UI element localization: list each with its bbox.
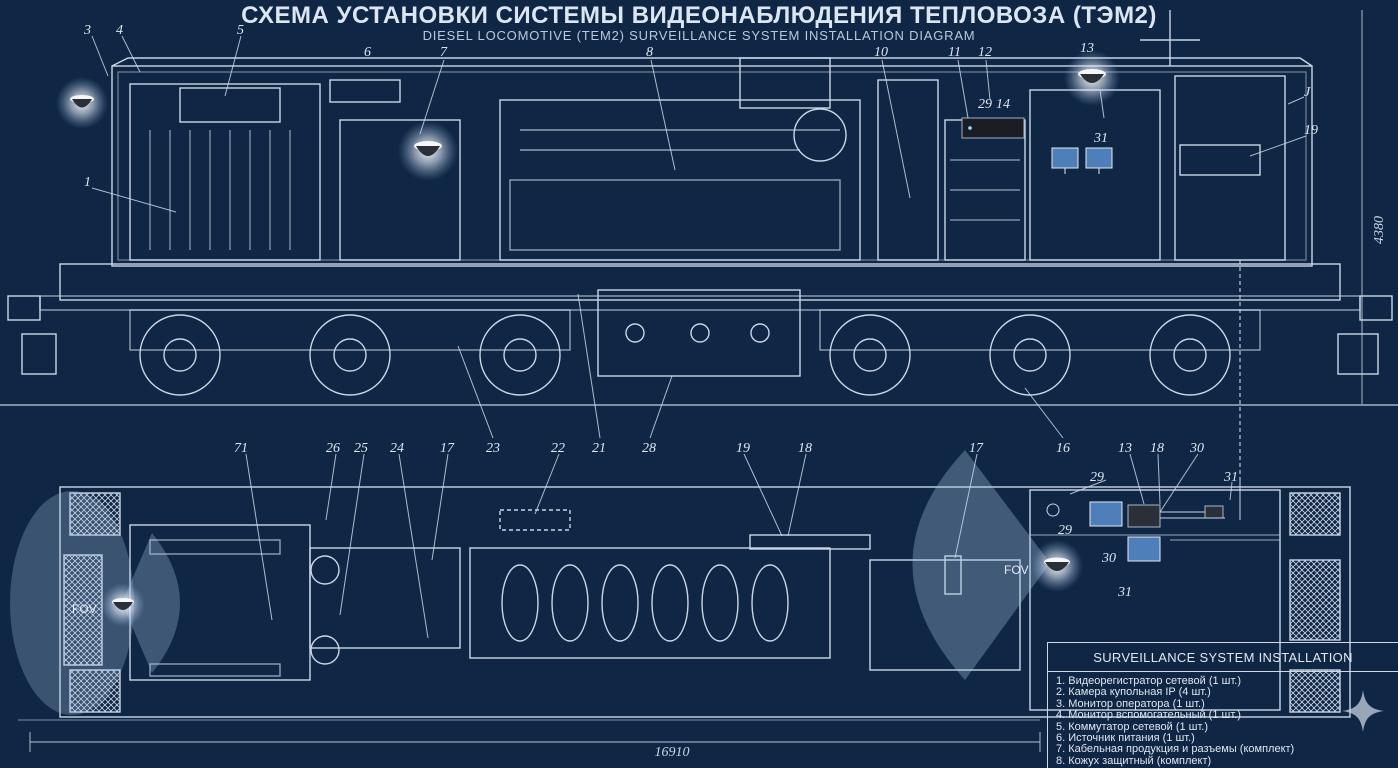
legend-item: 7. Кабельная продукция и разъемы (компле…: [1056, 743, 1295, 756]
camera-dome-5: [1031, 540, 1083, 592]
sparkle-icon: [1342, 690, 1384, 732]
front-buffer-hatch: [63, 554, 103, 666]
leader-lines: [91, 35, 1307, 639]
fov-front-inner: [122, 533, 180, 673]
callout-19b: 19: [736, 441, 750, 456]
callout-29: 29: [978, 97, 992, 112]
radiator-compartment: [129, 83, 321, 261]
legend-item: 5. Коммутатор сетевой (1 шт.): [1056, 720, 1209, 733]
callout-25: 25: [354, 441, 368, 456]
cab-plan: [1029, 489, 1281, 711]
callout-26: 26: [326, 441, 340, 456]
fov-labels: FOV FOV: [72, 563, 1029, 616]
callout-3: 3: [83, 23, 91, 38]
cab: [1029, 89, 1161, 261]
network-switch: [1127, 504, 1161, 528]
callout-23: 23: [486, 441, 500, 456]
callout-13b: 13: [1118, 441, 1132, 456]
callout-13: 13: [1080, 41, 1094, 56]
roof-line: [111, 57, 1313, 67]
camera-dome-3: [1064, 50, 1120, 106]
callout-6: 6: [364, 45, 371, 60]
rear-bogie: [819, 309, 1261, 396]
page-subtitle: DIESEL LOCOMOTIVE (TEM2) SURVEILLANCE SY…: [422, 28, 976, 43]
callout-19: 19: [1304, 123, 1318, 138]
legend-list: 1. Видеорегистратор сетевой (1 шт.) 2. К…: [1048, 672, 1398, 767]
callout-24: 24: [390, 441, 404, 456]
callout-29a: 29: [1090, 470, 1104, 485]
callout-11: 11: [948, 45, 961, 60]
callout-12: 12: [978, 45, 992, 60]
camera-dome-1: [56, 77, 108, 129]
monitor-side-1: [1051, 147, 1079, 174]
operator-monitor: [1089, 501, 1123, 527]
callout-4: 4: [116, 23, 123, 38]
callout-8: 8: [646, 45, 653, 60]
callout-16: 16: [1056, 441, 1070, 456]
fov-label-front: FOV: [72, 602, 97, 616]
callout-29b: 29: [1058, 523, 1072, 538]
plan-callouts: 71 26 25 24 17 22 19 18 17 13 18 30 29 3…: [234, 441, 1238, 600]
length-dimension: 16910: [655, 745, 690, 760]
fov-label-rear: FOV: [1004, 563, 1029, 577]
plan-cab-equipment: [1046, 480, 1241, 562]
fov-front-outer: [10, 491, 134, 715]
callout-18: 18: [798, 441, 812, 456]
monitor-side-2: [1085, 147, 1113, 174]
legend-item: 2. Камера купольная IP (4 шт.): [1056, 686, 1211, 699]
callout-21: 21: [592, 441, 606, 456]
aux-monitor: [1127, 536, 1161, 562]
callout-22: 22: [551, 441, 565, 456]
plan-outline: [59, 486, 1351, 718]
callout-31b: 31: [1117, 585, 1132, 600]
page-title: СХЕМА УСТАНОВКИ СИСТЕМЫ ВИДЕОНАБЛЮДЕНИЯ …: [241, 2, 1157, 29]
legend-item: 3. Монитор оператора (1 шт.): [1056, 697, 1205, 710]
legend-panel: SURVEILLANCE SYSTEM INSTALLATION 1. Виде…: [1047, 642, 1398, 768]
callout-30: 30: [1189, 441, 1204, 456]
side-callouts: 3 4 5 6 7 8 10 11 12 13 29 14 31 J 19 1 …: [83, 23, 1318, 456]
callout-18b: 18: [1150, 441, 1164, 456]
legend-item: 4. Монитор вспомогательный (1 шт.): [1056, 709, 1241, 722]
callout-10: 10: [874, 45, 888, 60]
camera-dome-2: [398, 121, 458, 181]
body-outline: [111, 65, 1313, 267]
legend-item: 8. Кожух защитный (комплект): [1056, 754, 1212, 767]
fov-regions: [10, 450, 1050, 715]
front-bogie: [129, 309, 571, 396]
callout-71: 71: [234, 441, 248, 456]
callout-28: 28: [642, 441, 656, 456]
diesel-engine: [499, 99, 861, 261]
camera-dome-4: [101, 583, 145, 627]
fuel-tank: [597, 289, 801, 377]
callout-30b: 30: [1101, 551, 1116, 566]
height-dimension: 4380: [1372, 216, 1387, 244]
callout-17b: 17: [969, 441, 984, 456]
callout-31a: 31: [1223, 470, 1238, 485]
callout-7: 7: [440, 45, 448, 60]
frame: [59, 263, 1341, 301]
fov-rear: [912, 450, 1050, 680]
engine-plan: [469, 547, 831, 659]
callout-14: 14: [996, 97, 1010, 112]
callout-5: 5: [237, 23, 244, 38]
callout-1: 1: [84, 175, 91, 190]
nvr-side: [961, 117, 1025, 139]
callout-31: 31: [1093, 131, 1108, 146]
callout-j: J: [1304, 85, 1311, 100]
legend-title: SURVEILLANCE SYSTEM INSTALLATION: [1048, 643, 1398, 672]
power-supply: [1204, 505, 1224, 519]
plan-view: [18, 486, 1351, 752]
legend-item: 1. Видеорегистратор сетевой (1 шт.): [1056, 675, 1242, 687]
side-view: [0, 10, 1398, 480]
callout-17a: 17: [440, 441, 455, 456]
legend-item: 6. Источник питания (1 шт.): [1056, 732, 1195, 745]
